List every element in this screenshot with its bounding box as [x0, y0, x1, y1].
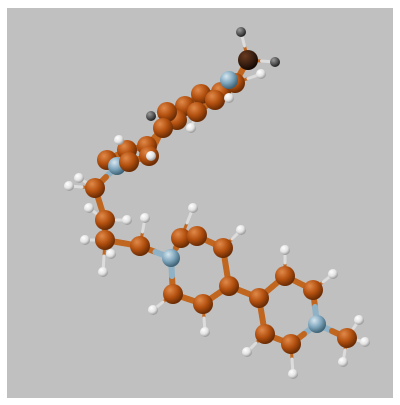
carbon-atom-c17: [95, 210, 115, 230]
molecule-viewport[interactable]: [7, 8, 393, 398]
carbon-atom-c20: [171, 228, 191, 248]
carbon-atom-c23: [219, 276, 239, 296]
carbon-atom-c7: [187, 102, 207, 122]
hydrogen-atom-h17: [236, 225, 246, 235]
carbon-atom-c22: [213, 238, 233, 258]
hydrogen-atom-h10: [64, 181, 74, 191]
carbon-atom-c31: [337, 328, 357, 348]
carbon-atom-c21: [187, 226, 207, 246]
hydrogen-atom-h11: [84, 203, 94, 213]
molecule-scene[interactable]: [7, 8, 393, 398]
hydrogen-atom-h4: [224, 93, 234, 103]
carbon-atom-c5: [238, 50, 258, 70]
carbon-atom-c30: [255, 324, 275, 344]
carbon-atom-c25: [163, 284, 183, 304]
carbon-atom-c28: [303, 280, 323, 300]
hydrogen-atom-h14: [98, 267, 108, 277]
hydrogen-atom-h16: [188, 203, 198, 213]
hydrogen-atom-h22: [242, 347, 252, 357]
carbon-atom-c10: [153, 118, 173, 138]
carbon-atom-c24: [193, 294, 213, 314]
hydrogen-atom-h7: [114, 135, 124, 145]
hydrogen-atom-h18: [148, 305, 158, 315]
hydrogen-atom-h6: [186, 123, 196, 133]
carbon-atom-c9: [157, 102, 177, 122]
nitrogen-atom-n1: [220, 71, 238, 89]
hydrogen-atom-h25: [360, 337, 370, 347]
carbon-atom-c6: [205, 90, 225, 110]
hydrogen-atom-h27: [106, 249, 116, 259]
hydrogen-atom-h1: [236, 27, 246, 37]
nitrogen-atom-n4: [308, 315, 326, 333]
carbon-atom-c14: [119, 152, 139, 172]
hydrogen-atom-h3: [256, 69, 266, 79]
carbon-atom-c29: [281, 334, 301, 354]
carbon-atom-c16: [85, 178, 105, 198]
hydrogen-atom-h26: [338, 357, 348, 367]
hydrogen-atom-h2: [270, 57, 280, 67]
hydrogen-atom-h13: [80, 235, 90, 245]
carbon-atom-c18: [95, 230, 115, 250]
hydrogen-atom-h12: [122, 215, 132, 225]
hydrogen-atom-h21: [328, 269, 338, 279]
hydrogen-atom-h8: [146, 151, 156, 161]
hydrogen-atom-h24: [354, 315, 364, 325]
hydrogen-atom-h19: [200, 327, 210, 337]
nitrogen-atom-n3: [162, 249, 180, 267]
carbon-atom-c26: [249, 288, 269, 308]
hydrogen-atom-h20: [280, 245, 290, 255]
carbon-atom-c19: [130, 236, 150, 256]
atom-layer: [64, 27, 370, 379]
hydrogen-atom-h9: [74, 173, 84, 183]
carbon-atom-c27: [275, 266, 295, 286]
hydrogen-atom-h23: [288, 369, 298, 379]
hydrogen-atom-h5: [146, 111, 156, 121]
hydrogen-atom-h15: [140, 213, 150, 223]
